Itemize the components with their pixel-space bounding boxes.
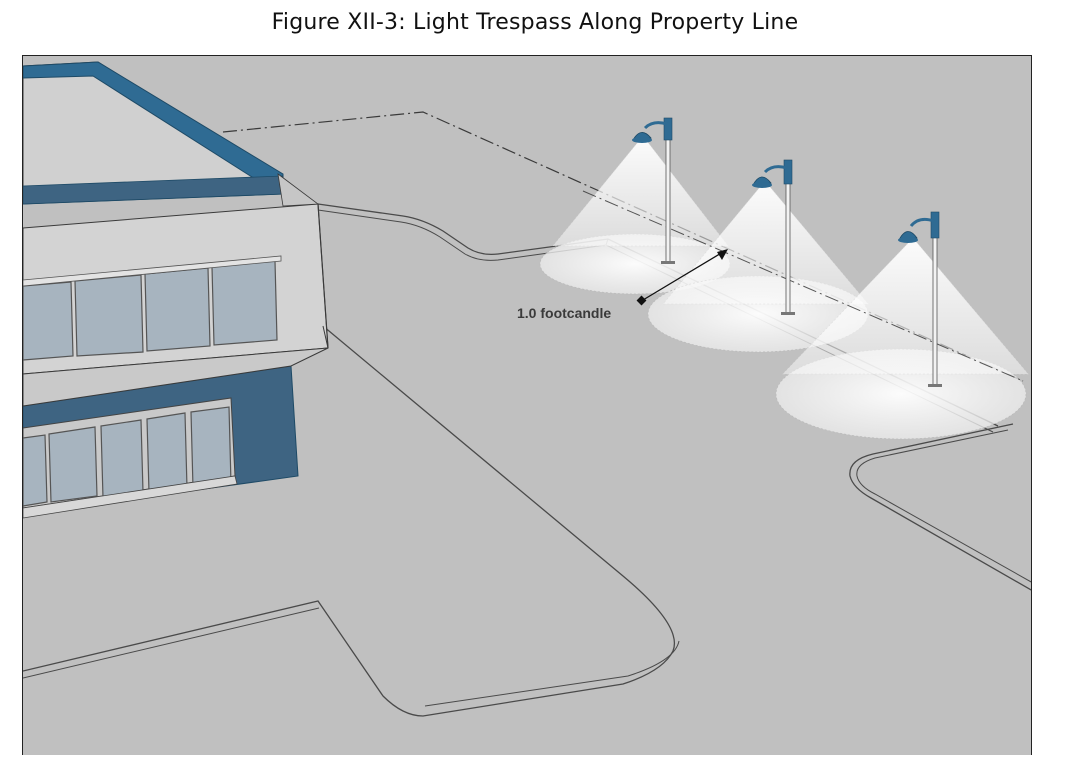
figure-frame: 1.0 footcandle (22, 55, 1032, 755)
scene-illustration: 1.0 footcandle (23, 56, 1032, 755)
figure-title: Figure XII-3: Light Trespass Along Prope… (0, 10, 1070, 35)
footcandle-label: 1.0 footcandle (517, 305, 611, 321)
